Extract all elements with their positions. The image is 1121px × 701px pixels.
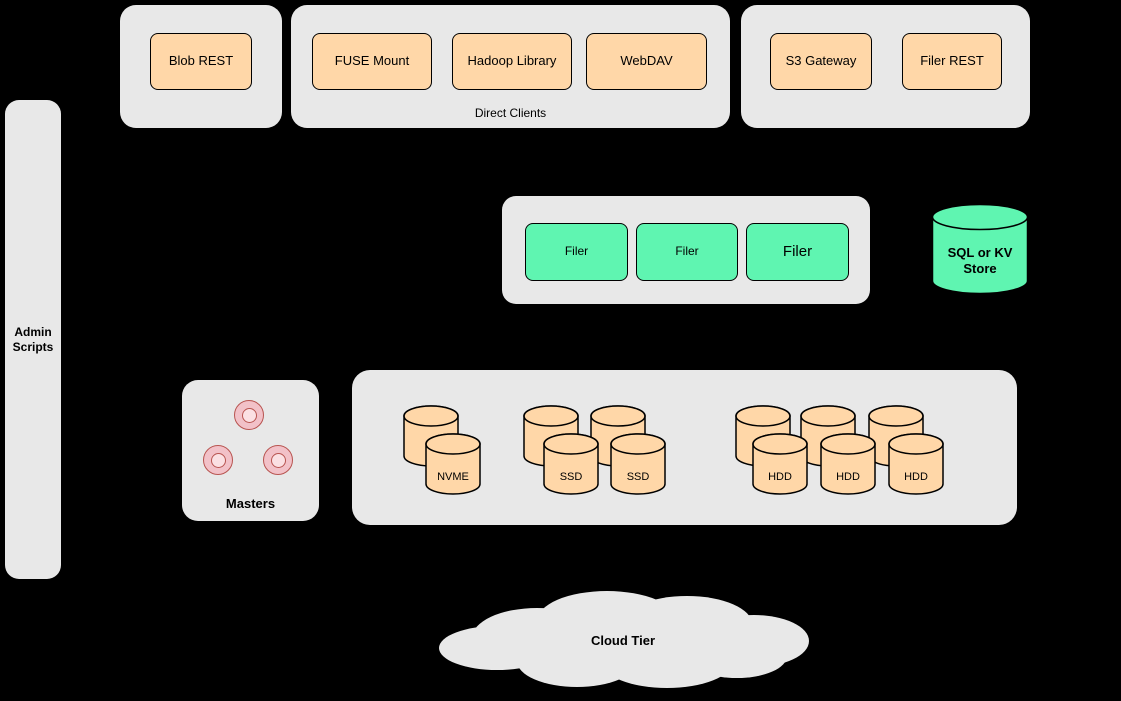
masters-group: Masters — [182, 380, 319, 521]
node-blob-rest: Blob REST — [150, 33, 252, 90]
filer-group: Filer Filer Filer — [502, 196, 870, 304]
node-fuse-mount: FUSE Mount — [312, 33, 432, 90]
store-cylinder-shape — [931, 203, 1029, 295]
volume-cylinders: NVME SSD SSD HDD HDD HDD — [403, 405, 944, 495]
node-filer-2: Filer — [636, 223, 738, 281]
blob-client-group: Blob REST — [120, 5, 282, 128]
nvme-cylinder-front — [425, 433, 481, 495]
node-filer-1: Filer — [525, 223, 628, 281]
cloud-tier-shape — [439, 591, 809, 688]
direct-clients-group: FUSE Mount Hadoop Library WebDAV Direct … — [291, 5, 730, 128]
node-filer-rest: Filer REST — [902, 33, 1002, 90]
node-webdav: WebDAV — [586, 33, 707, 90]
hdd-label-2: HDD — [836, 471, 860, 483]
gateway-group: S3 Gateway Filer REST — [741, 5, 1030, 128]
admin-scripts-panel: Admin Scripts — [5, 100, 61, 579]
hdd-label-1: HDD — [768, 471, 792, 483]
ssd-cylinder-front-1 — [543, 433, 599, 495]
hdd-cylinder-front-1 — [752, 433, 808, 495]
node-filer-3: Filer — [746, 223, 849, 281]
nvme-label: NVME — [437, 471, 469, 483]
node-hadoop-library: Hadoop Library — [452, 33, 572, 90]
hdd-label-3: HDD — [904, 471, 928, 483]
master-node-icon-3 — [263, 445, 293, 475]
admin-scripts-label: Admin Scripts — [12, 324, 54, 354]
master-node-icon-2 — [203, 445, 233, 475]
volume-servers-group: NVME SSD SSD HDD HDD HDD — [352, 370, 1017, 525]
master-node-icon-1 — [234, 400, 264, 430]
node-s3-gateway: S3 Gateway — [770, 33, 872, 90]
store-label: SQL or KV Store — [947, 245, 1013, 276]
sql-kv-store-cylinder: SQL or KV Store — [931, 203, 1029, 295]
hdd-cylinder-front-3 — [888, 433, 944, 495]
masters-label: Masters — [225, 496, 276, 511]
hdd-cylinder-front-2 — [820, 433, 876, 495]
cloud-tier-label: Cloud Tier — [590, 633, 656, 648]
ssd-label-2: SSD — [627, 471, 650, 483]
ssd-cylinder-front-2 — [610, 433, 666, 495]
direct-clients-caption: Direct Clients — [474, 106, 547, 120]
ssd-label-1: SSD — [560, 471, 583, 483]
